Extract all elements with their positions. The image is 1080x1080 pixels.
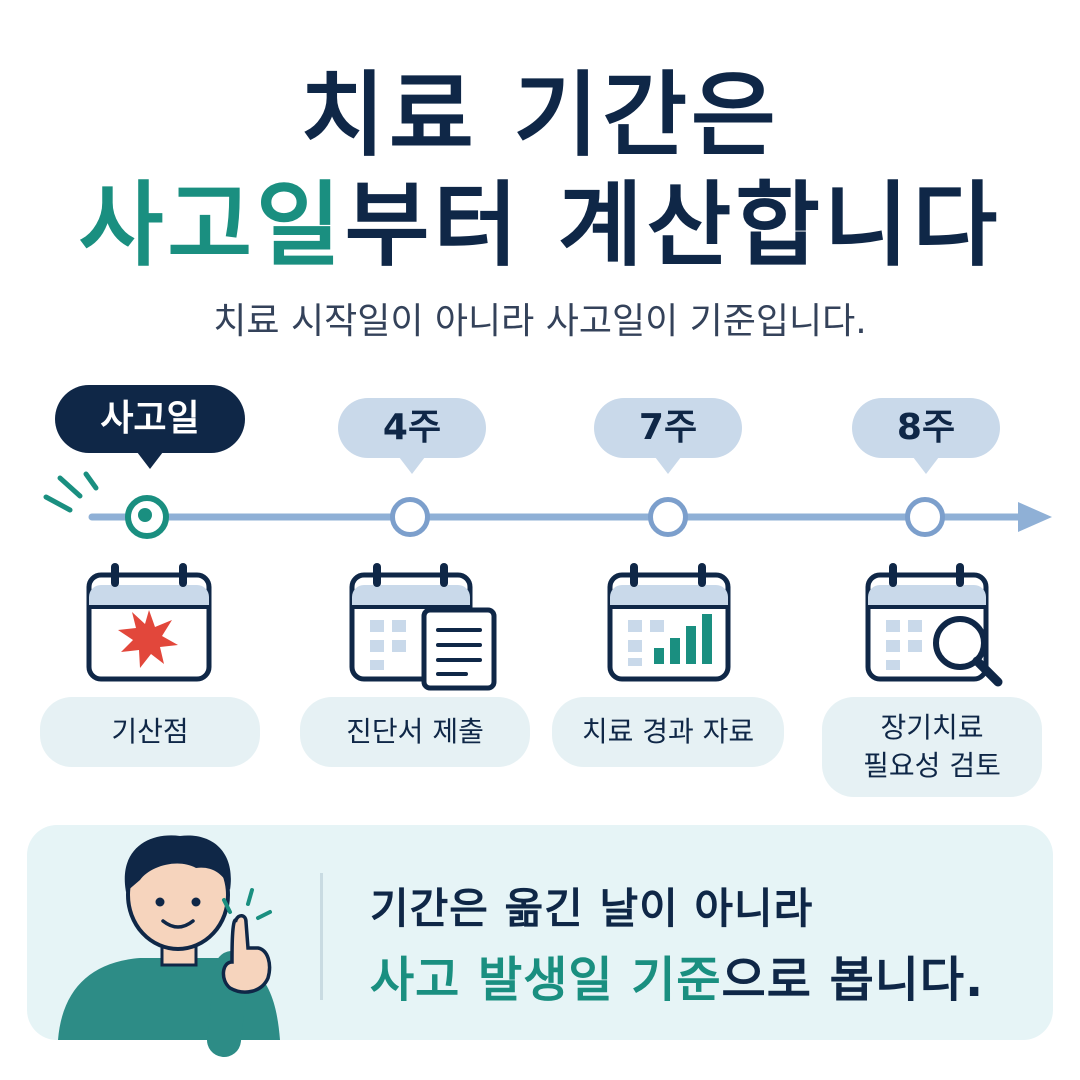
step-label-progress-text: 치료 경과 자료 xyxy=(581,715,755,749)
message-line-2: 사고 발생일 기준으로 봅니다. xyxy=(370,940,984,1010)
timeline-node-week-7 xyxy=(648,497,688,537)
subtitle: 치료 시작일이 아니라 사고일이 기준입니다. xyxy=(213,301,867,342)
marker-week-4: 4주 xyxy=(338,398,486,474)
calendar-search-icon xyxy=(865,563,1003,687)
marker-tail xyxy=(655,457,681,474)
title-accent: 사고일 xyxy=(78,172,345,279)
marker-accident-day: 사고일 xyxy=(55,385,245,469)
timeline-node-accident xyxy=(125,495,169,539)
step-label-review-line2: 필요성 검토 xyxy=(863,749,1001,782)
step-label-start: 기산점 xyxy=(40,697,260,767)
step-label-review: 장기치료 필요성 검토 xyxy=(822,697,1042,797)
timeline-node-week-4 xyxy=(390,497,430,537)
step-label-diagnosis: 진단서 제출 xyxy=(300,697,530,767)
marker-accident-day-text: 사고일 xyxy=(100,398,200,439)
calendar-burst-icon xyxy=(86,563,212,682)
message-divider xyxy=(320,873,323,1000)
calendar-document-icon xyxy=(349,563,497,691)
marker-week-7: 7주 xyxy=(594,398,742,474)
step-label-start-text: 기산점 xyxy=(111,715,189,749)
marker-tail xyxy=(913,457,939,474)
step-label-progress: 치료 경과 자료 xyxy=(552,697,784,767)
message-rest: 으로 봅니다. xyxy=(721,952,985,1008)
marker-tail xyxy=(399,457,425,474)
marker-week-7-text: 7주 xyxy=(638,407,698,448)
title-rest: 부터 계산합니다 xyxy=(344,172,1002,279)
message-accent: 사고 발생일 기준 xyxy=(370,952,722,1008)
title-line-1: 치료 기간은 xyxy=(300,62,780,169)
marker-week-8: 8주 xyxy=(852,398,1000,474)
step-label-diagnosis-text: 진단서 제출 xyxy=(346,715,484,749)
marker-week-4-text: 4주 xyxy=(382,407,442,448)
marker-week-8-text: 8주 xyxy=(896,407,956,448)
step-label-review-line1: 장기치료 xyxy=(880,711,984,745)
calendar-chart-icon xyxy=(607,563,731,682)
timeline-node-week-8 xyxy=(905,497,945,537)
message-line-1: 기간은 옮긴 날이 아니라 xyxy=(370,884,814,933)
marker-tail xyxy=(137,452,163,469)
timeline-arrow-icon xyxy=(1018,502,1052,532)
highlight-sparks-icon xyxy=(43,471,99,513)
title-line-2: 사고일부터 계산합니다 xyxy=(0,180,1080,272)
